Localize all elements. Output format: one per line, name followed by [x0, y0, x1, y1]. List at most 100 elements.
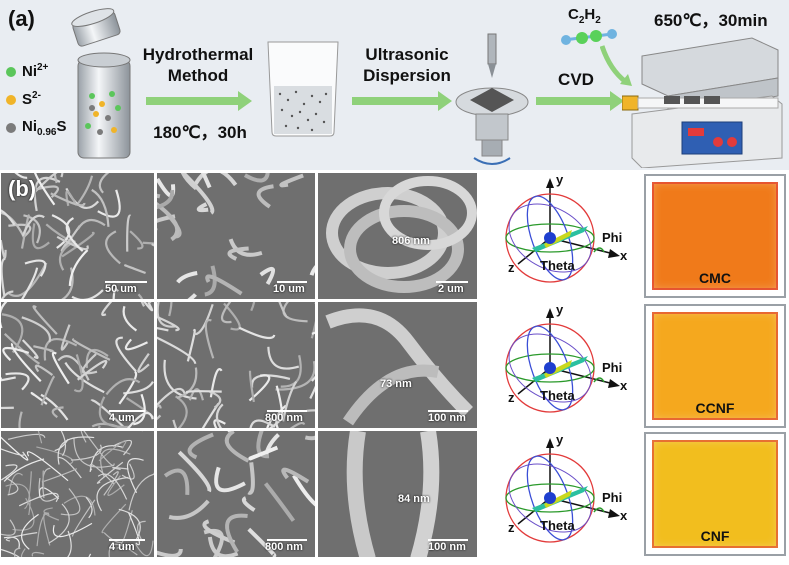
fiber — [42, 376, 55, 405]
fiber — [136, 541, 153, 556]
ion-symbol: Ni — [22, 63, 37, 80]
sem-image: 4 um — [0, 301, 155, 429]
fiber — [312, 254, 316, 276]
fiber — [36, 366, 53, 375]
fiber — [165, 471, 187, 495]
fiber — [178, 273, 198, 282]
arrow-right-icon — [146, 90, 254, 112]
fiber — [126, 339, 148, 349]
fiber — [1, 520, 15, 536]
axis-label-x: x — [620, 378, 627, 393]
fiber — [6, 373, 29, 389]
panel-a-label: (a) — [8, 6, 35, 32]
beaker-icon — [262, 38, 344, 138]
fiber — [127, 216, 130, 252]
fiber — [33, 223, 49, 248]
fiber — [100, 173, 117, 193]
scale-label: 4 um — [109, 412, 135, 424]
fiber — [32, 553, 44, 557]
fiber — [305, 431, 316, 438]
fiber — [72, 290, 103, 300]
fiber — [129, 294, 143, 300]
fiber — [227, 516, 248, 552]
sem-image: 4 um — [0, 430, 155, 558]
fiber — [73, 500, 95, 537]
fiber — [1, 401, 14, 408]
step-ultrasonic-line1: Ultrasonic — [352, 44, 462, 65]
sem-image: 800 nm — [156, 430, 316, 558]
fiber — [106, 231, 120, 263]
sem-image: 800 nm — [156, 301, 316, 429]
measure-label: 806 nm — [392, 235, 430, 247]
heatmap-cmc: CMC — [644, 174, 786, 298]
heatmap-label: CMC — [646, 270, 784, 286]
ion-symbol: Ni — [22, 118, 37, 135]
axis-label-x: x — [620, 508, 627, 523]
fiber — [281, 355, 301, 386]
fiber — [268, 347, 298, 369]
fiber — [223, 431, 230, 432]
phi-label: Phi — [602, 490, 622, 505]
fiber — [1, 436, 28, 460]
gas-formula: C2H2 — [568, 6, 601, 26]
fiber — [199, 204, 208, 210]
ultrasonic-disperser-icon — [452, 30, 532, 168]
theta-label: Theta — [540, 388, 575, 403]
ion-subscript: 0.96 — [37, 127, 56, 138]
fiber — [261, 269, 273, 284]
fiber — [190, 434, 214, 457]
fiber — [124, 306, 137, 330]
sem-image: 806 nm 2 um — [317, 172, 478, 300]
fiber — [130, 231, 142, 248]
scale-label: 100 nm — [428, 412, 466, 424]
fiber — [78, 220, 105, 229]
sulfide-ion-dot-icon — [6, 95, 16, 105]
step-hydrothermal-condition: 180℃，30h — [140, 118, 260, 143]
axis-label-y: y — [556, 172, 563, 187]
measure-label: 73 nm — [380, 378, 412, 390]
scale-label: 50 um — [105, 283, 137, 295]
arrow-right-icon — [536, 90, 626, 112]
fiber — [158, 302, 176, 327]
axis-label-y: y — [556, 302, 563, 317]
fiber — [173, 420, 203, 429]
theta-label: Theta — [540, 518, 575, 533]
fiber — [1, 377, 16, 381]
fiber — [157, 415, 160, 429]
radiation-pattern: y x z Phi Theta — [492, 172, 637, 300]
sem-image: 84 nm 100 nm — [317, 430, 478, 558]
fiber — [175, 396, 187, 429]
fiber — [49, 504, 70, 543]
heatmap-ccnf: CCNF — [644, 304, 786, 428]
fiber — [216, 467, 245, 490]
scale-label: 10 um — [273, 283, 305, 295]
phi-label: Phi — [602, 230, 622, 245]
fiber — [42, 469, 77, 482]
ion-charge: 2- — [32, 90, 41, 101]
fiber — [244, 498, 255, 510]
fiber — [138, 354, 149, 372]
step-cvd-label: CVD — [546, 70, 606, 90]
fiber — [259, 186, 274, 207]
fiber — [102, 504, 126, 532]
radiation-pattern: y x z Phi Theta — [492, 302, 637, 430]
tube-furnace-icon — [622, 26, 787, 168]
step-ultrasonic-line2: Dispersion — [352, 65, 462, 86]
panel-b-label: (b) — [8, 176, 36, 202]
fiber — [206, 320, 213, 358]
axis-label-z: z — [508, 520, 515, 535]
step-hydrothermal-label: Hydrothermal Method — [138, 44, 258, 86]
fiber — [37, 513, 49, 546]
fiber — [82, 431, 114, 466]
fiber — [78, 176, 92, 203]
sem-image: 10 um — [156, 172, 316, 300]
fiber — [248, 462, 252, 492]
axis-label-x: x — [620, 248, 627, 263]
phi-label: Phi — [602, 360, 622, 375]
fiber — [34, 431, 42, 443]
scale-label: 4 um — [109, 541, 135, 553]
ion-charge: 2+ — [37, 62, 48, 73]
step-hydrothermal-line2: Method — [138, 65, 258, 86]
fiber — [98, 190, 120, 217]
scale-label: 100 nm — [428, 541, 466, 553]
